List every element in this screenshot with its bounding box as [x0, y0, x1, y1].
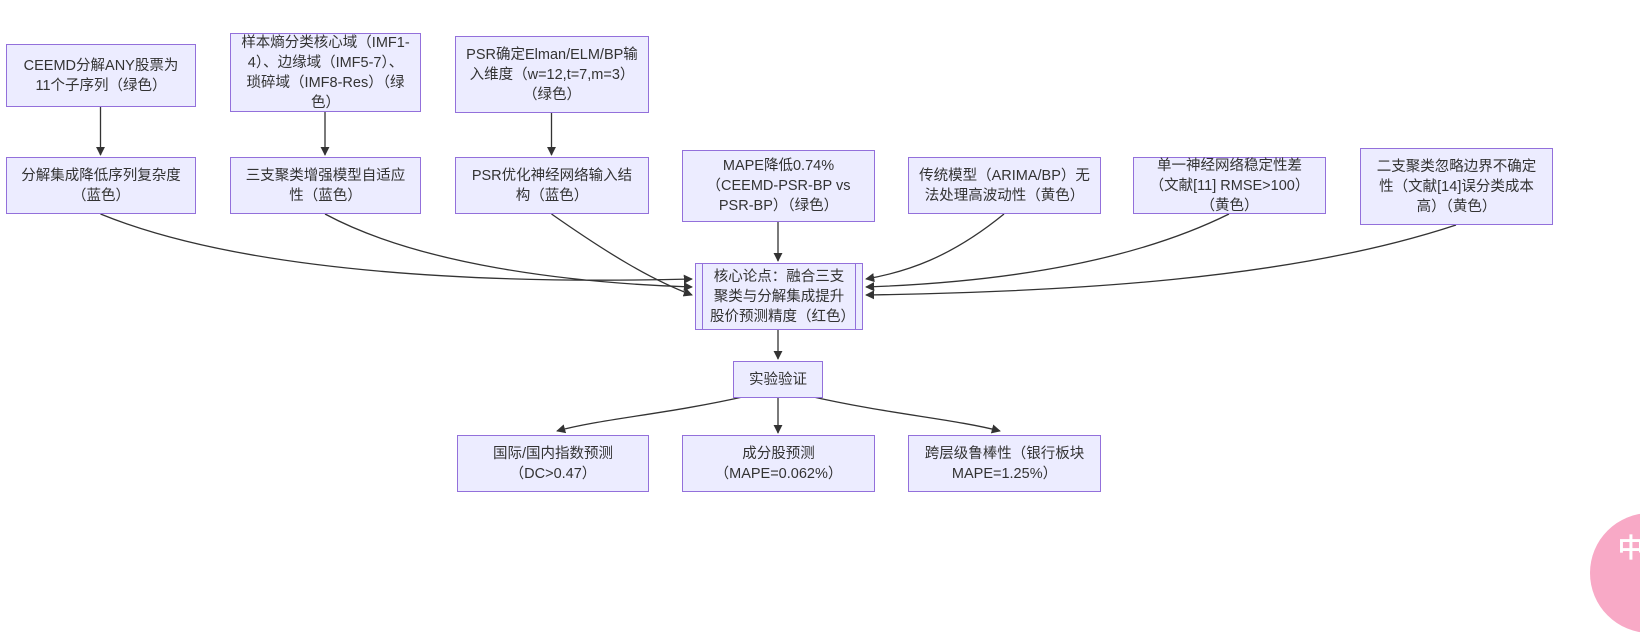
node-three-way-cluster: 三支聚类增强模型自适应性（蓝色）	[230, 157, 421, 214]
node-mape-reduce: MAPE降低0.74%（CEEMD-PSR-BP vs PSR-BP）（绿色）	[682, 150, 875, 222]
translate-badge[interactable]: 中A	[1590, 513, 1640, 633]
node-label: MAPE降低0.74%（CEEMD-PSR-BP vs PSR-BP）（绿色）	[706, 158, 851, 214]
node-psr-optimize: PSR优化神经网络输入结构（蓝色）	[455, 157, 649, 214]
node-label: 样本熵分类核心域（IMF1-4）、边缘域（IMF5-7）、琐碎域（IMF8-Re…	[241, 34, 410, 111]
node-label: 分解集成降低序列复杂度（蓝色）	[21, 167, 181, 204]
node-two-way-cluster: 二支聚类忽略边界不确定性（文献[14]误分类成本高）（黄色）	[1360, 148, 1553, 225]
node-single-network: 单一神经网络稳定性差（文献[11] RMSE>100）（黄色）	[1133, 157, 1326, 214]
edge-singlenet-to-core	[865, 213, 1230, 292]
node-label: CEEMD分解ANY股票为11个子序列（绿色）	[23, 57, 179, 94]
node-robustness: 跨层级鲁棒性（银行板块MAPE=1.25%）	[908, 435, 1101, 492]
node-label: 国际/国内指数预测（DC>0.47）	[492, 445, 614, 482]
node-psr-dimension: PSR确定Elman/ELM/BP输入维度（w=12,t=7,m=3）（绿色）	[455, 36, 649, 113]
node-core-claim: 核心论点：融合三支聚类与分解集成提升股价预测精度（红色）	[695, 263, 863, 330]
edge-decompose-to-core	[100, 213, 693, 284]
node-decompose-ensemble: 分解集成降低序列复杂度（蓝色）	[6, 157, 196, 214]
node-label: 成分股预测（MAPE=0.062%）	[714, 445, 843, 482]
edge-experiment-to-robust	[808, 395, 1001, 434]
node-label: 传统模型（ARIMA/BP）无法处理高波动性（黄色）	[919, 167, 1090, 204]
node-label: 跨层级鲁棒性（银行板块MAPE=1.25%）	[924, 445, 1085, 482]
node-index-forecast: 国际/国内指数预测（DC>0.47）	[457, 435, 649, 492]
node-sample-entropy: 样本熵分类核心域（IMF1-4）、边缘域（IMF5-7）、琐碎域（IMF8-Re…	[230, 33, 421, 112]
node-experiment: 实验验证	[733, 361, 823, 398]
edge-twoway-to-core	[865, 224, 1457, 300]
edge-cluster-to-core	[324, 213, 693, 292]
node-label: PSR确定Elman/ELM/BP输入维度（w=12,t=7,m=3）（绿色）	[466, 46, 638, 103]
node-ceemd-decompose: CEEMD分解ANY股票为11个子序列（绿色）	[6, 44, 196, 107]
node-label: 核心论点：融合三支聚类与分解集成提升股价预测精度（红色）	[710, 268, 855, 325]
flowchart-canvas: CEEMD分解ANY股票为11个子序列（绿色） 样本熵分类核心域（IMF1-4）…	[6, 33, 1640, 633]
node-label: PSR优化神经网络输入结构（蓝色）	[471, 167, 633, 204]
edge-traditional-to-core	[865, 213, 1005, 283]
node-label: 实验验证	[749, 371, 807, 388]
edge-experiment-to-index	[556, 395, 748, 434]
edge-psropt-to-core	[551, 213, 693, 297]
translate-icon: 中A	[1618, 533, 1640, 563]
node-component-forecast: 成分股预测（MAPE=0.062%）	[682, 435, 875, 492]
node-label: 单一神经网络稳定性差（文献[11] RMSE>100）（黄色）	[1149, 157, 1310, 214]
node-label: 二支聚类忽略边界不确定性（文献[14]误分类成本高）（黄色）	[1376, 158, 1537, 215]
node-label: 三支聚类增强模型自适应性（蓝色）	[245, 167, 406, 204]
node-traditional-model: 传统模型（ARIMA/BP）无法处理高波动性（黄色）	[908, 157, 1101, 214]
